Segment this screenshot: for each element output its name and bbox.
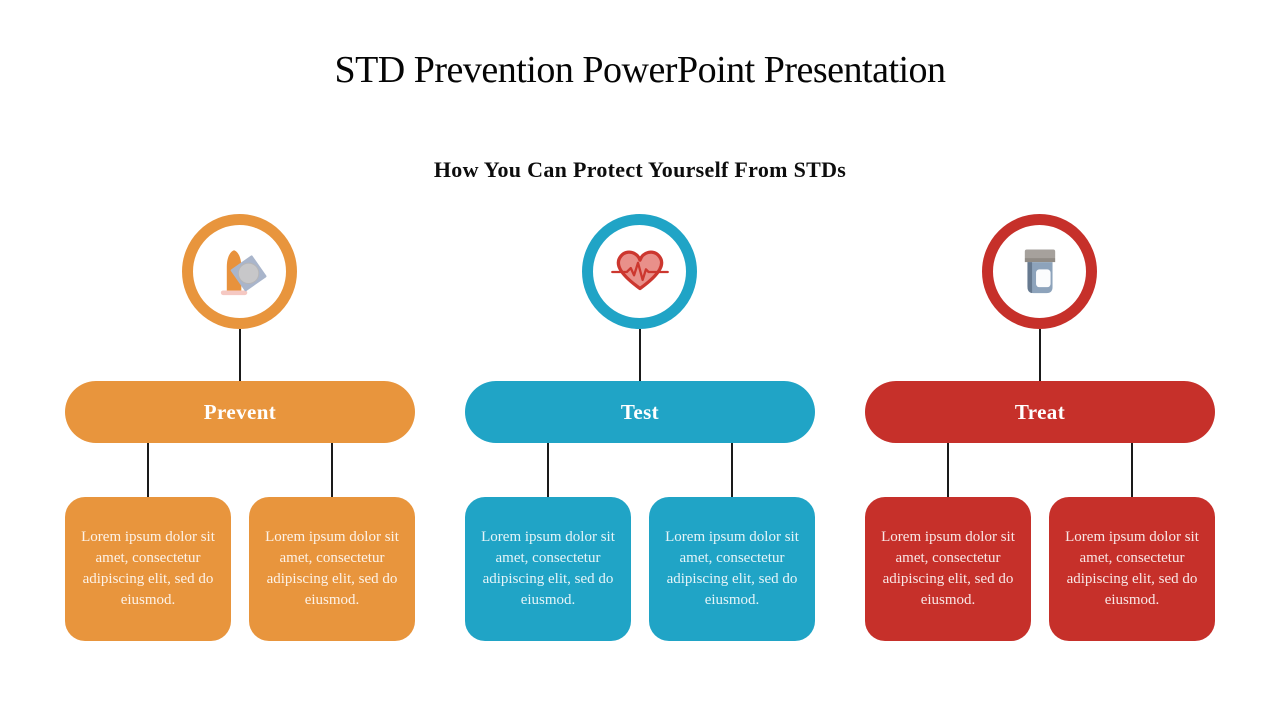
connector-line — [147, 443, 149, 497]
connector-line — [1131, 443, 1133, 497]
heartbeat-icon — [610, 249, 669, 290]
column-test: Test Lorem ipsum dolor sit amet, consect… — [465, 214, 815, 654]
treat-pill: Treat — [865, 381, 1215, 443]
test-pill: Test — [465, 381, 815, 443]
box-text: Lorem ipsum dolor sit amet, consectetur … — [665, 529, 799, 608]
pill-label: Prevent — [203, 399, 277, 424]
connector-line — [239, 329, 241, 381]
text-box: Lorem ipsum dolor sit amet, consectetur … — [65, 497, 231, 641]
prevent-icon-circle — [182, 214, 297, 329]
column-treat: Treat Lorem ipsum dolor sit amet, consec… — [865, 214, 1215, 654]
text-box: Lorem ipsum dolor sit amet, consectetur … — [649, 497, 815, 641]
text-box: Lorem ipsum dolor sit amet, consectetur … — [1049, 497, 1215, 641]
connector-line — [547, 443, 549, 497]
text-box: Lorem ipsum dolor sit amet, consectetur … — [465, 497, 631, 641]
pill-label: Test — [620, 399, 660, 424]
connector-line — [731, 443, 733, 497]
pill-label: Treat — [1014, 399, 1066, 424]
box-text: Lorem ipsum dolor sit amet, consectetur … — [881, 529, 1015, 608]
treat-icon-circle — [982, 214, 1097, 329]
connector-line — [1039, 329, 1041, 381]
text-box: Lorem ipsum dolor sit amet, consectetur … — [249, 497, 415, 641]
column-prevent: Prevent Lorem ipsum dolor sit amet, cons… — [65, 214, 415, 654]
condom-icon — [220, 249, 266, 295]
prevent-pill: Prevent — [65, 381, 415, 443]
box-text: Lorem ipsum dolor sit amet, consectetur … — [265, 529, 399, 608]
connector-line — [331, 443, 333, 497]
box-text: Lorem ipsum dolor sit amet, consectetur … — [481, 529, 615, 608]
slide-subtitle: How You Can Protect Yourself From STDs — [433, 157, 847, 182]
connector-line — [639, 329, 641, 381]
box-text: Lorem ipsum dolor sit amet, consectetur … — [81, 529, 215, 608]
slide-title: STD Prevention PowerPoint Presentation — [334, 49, 946, 91]
box-text: Lorem ipsum dolor sit amet, consectetur … — [1065, 529, 1199, 608]
connector-line — [947, 443, 949, 497]
pill-bottle-icon — [1024, 249, 1055, 293]
test-icon-circle — [582, 214, 697, 329]
text-box: Lorem ipsum dolor sit amet, consectetur … — [865, 497, 1031, 641]
